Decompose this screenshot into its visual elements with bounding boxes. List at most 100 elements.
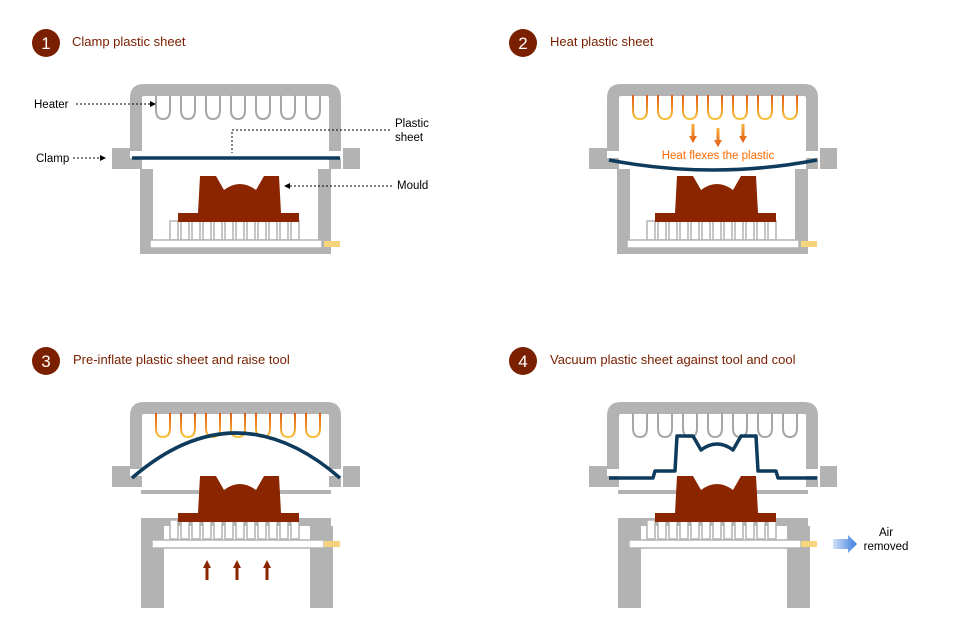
vent-slot xyxy=(767,220,777,241)
step-1-title: Clamp plastic sheet xyxy=(72,34,186,49)
heat-arrow-icon xyxy=(739,124,747,143)
step-4-panel: 4 Vacuum plastic sheet against tool and … xyxy=(509,347,908,608)
vent-slot xyxy=(657,519,667,540)
vent-slot xyxy=(235,519,245,540)
heater-element-icon xyxy=(305,95,321,121)
leg-left xyxy=(141,526,164,608)
heater-element-icon xyxy=(155,95,171,121)
mould-label: Mould xyxy=(397,180,428,192)
mould xyxy=(655,476,776,522)
vent-slot xyxy=(723,519,733,540)
step-1-panel: 1 Clamp plastic sheet Heater Clamp Plast… xyxy=(32,29,429,254)
plastic-sheet-callout-line xyxy=(231,129,390,153)
step-3-title: Pre-inflate plastic sheet and raise tool xyxy=(73,352,290,367)
vent-slot xyxy=(257,220,267,241)
heater-housing xyxy=(607,402,818,487)
heater-element-icon xyxy=(632,95,648,121)
plastic-sheet-label-line1: Plastic xyxy=(395,118,429,130)
vent-slot xyxy=(712,220,722,241)
heater-element-icon xyxy=(230,95,246,121)
vent-slot xyxy=(169,519,179,540)
raise-arrow-icon xyxy=(233,560,241,580)
step-4-number: 4 xyxy=(518,352,527,371)
step-3-badge xyxy=(32,347,60,375)
vent-slot xyxy=(169,220,179,241)
machine-step-3 xyxy=(112,402,360,608)
heater-element-icon xyxy=(255,95,271,121)
vent-slot xyxy=(756,519,766,540)
vent-slot xyxy=(257,519,267,540)
plastic-sheet xyxy=(130,431,342,480)
clamp-right xyxy=(343,148,360,169)
clamp-callout-arrowhead xyxy=(100,155,106,161)
vent-slot xyxy=(202,519,212,540)
vent-slot xyxy=(268,519,278,540)
clamp-left xyxy=(112,466,130,487)
platen-plate xyxy=(151,539,325,549)
machine-step-4 xyxy=(589,402,837,608)
platen-plate xyxy=(628,539,802,549)
step-2-panel: 2 Heat plastic sheet Heat flexes the pla… xyxy=(509,29,837,254)
vent-slot xyxy=(668,220,678,241)
heater-element-icon xyxy=(757,95,773,121)
machine-step-1 xyxy=(112,84,360,254)
vent-slot xyxy=(690,220,700,241)
vent-slot xyxy=(202,220,212,241)
clamp-right xyxy=(343,466,360,487)
heat-arrow-icon xyxy=(714,128,722,147)
clamp-left xyxy=(112,148,130,169)
heater-element-icon xyxy=(707,95,723,121)
vent-slot xyxy=(290,220,300,241)
vent-slot xyxy=(279,220,289,241)
vent-slot xyxy=(646,220,656,241)
vent-slot xyxy=(246,519,256,540)
clamp-right xyxy=(820,148,837,169)
valve-icon xyxy=(324,241,340,247)
heater-element-icon xyxy=(707,413,723,439)
vent-slot xyxy=(213,519,223,540)
heater-element-icon xyxy=(632,413,648,439)
vent-slot xyxy=(191,519,201,540)
raise-arrow-icon xyxy=(263,560,271,580)
vent-slot xyxy=(246,220,256,241)
heater-element-icon xyxy=(280,95,296,121)
heater-housing xyxy=(130,84,341,169)
heat-note: Heat flexes the plastic xyxy=(662,150,775,162)
vent-slot xyxy=(701,220,711,241)
vent-slot xyxy=(268,220,278,241)
step-3-number: 3 xyxy=(41,352,50,371)
vent-slot xyxy=(279,519,289,540)
step-2-title: Heat plastic sheet xyxy=(550,34,654,49)
raise-arrow-icon xyxy=(203,560,211,580)
platen-plate xyxy=(149,239,323,249)
vent-slot xyxy=(290,519,300,540)
vent-slot xyxy=(657,220,667,241)
vent-slot xyxy=(734,519,744,540)
clamp-slot-left xyxy=(607,151,620,158)
heater-element-icon xyxy=(732,413,748,439)
heater-housing xyxy=(130,402,341,487)
vent-slot xyxy=(745,220,755,241)
heater-element-icon xyxy=(180,95,196,121)
valve-icon xyxy=(801,541,817,547)
vent-slot xyxy=(191,220,201,241)
vent-slot xyxy=(723,220,733,241)
plastic-sheet-label-line2: sheet xyxy=(395,132,424,144)
clamp-label: Clamp xyxy=(36,153,69,165)
heater-housing xyxy=(607,84,818,169)
clamp-slot-right xyxy=(806,469,819,476)
vent-slot xyxy=(235,220,245,241)
valve-icon xyxy=(324,541,340,547)
clamp-slot-left xyxy=(130,151,143,158)
heater-element-icon xyxy=(155,413,171,439)
leg-right xyxy=(310,526,333,608)
plastic-sheet xyxy=(608,158,818,172)
leg-left xyxy=(618,526,641,608)
vent-slot xyxy=(180,519,190,540)
vent-slot xyxy=(756,220,766,241)
leg-right xyxy=(787,526,810,608)
machine-step-2 xyxy=(589,84,837,254)
platen-plate xyxy=(626,239,800,249)
clamp-right xyxy=(820,466,837,487)
